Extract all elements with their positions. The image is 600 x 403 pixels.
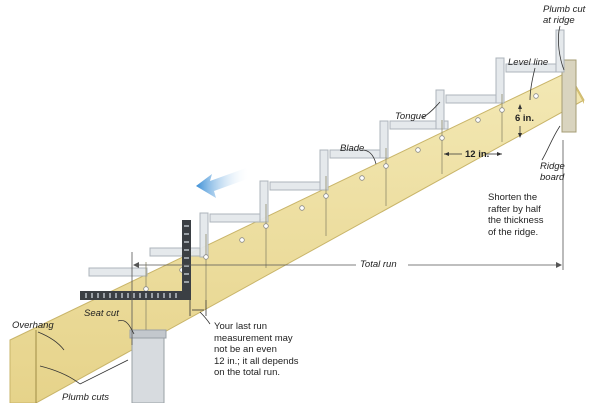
seat-cut-label: Seat cut	[84, 308, 119, 319]
overhang-label: Overhang	[12, 320, 54, 331]
level-line-label: Level line	[508, 57, 549, 68]
last-run-dimension	[189, 300, 207, 316]
rafter-board	[9, 71, 585, 403]
framing-square-steps	[88, 29, 565, 277]
step-dimensions	[444, 104, 522, 156]
tongue-label: Tongue	[395, 111, 427, 122]
ridge-board-label: Ridge board	[540, 161, 565, 183]
last-run-note: Your last run measurement may not be an …	[214, 321, 299, 378]
arrow-left-icon	[196, 168, 250, 198]
six-inch-label: 6 in.	[515, 113, 535, 124]
framing-square-icon	[80, 220, 191, 300]
blade-label: Blade	[340, 143, 365, 154]
wall-plate-top	[129, 329, 167, 339]
shorten-rafter-note: Shorten the rafter by half the thickness…	[488, 192, 544, 238]
step-layout-lines	[145, 94, 503, 330]
wall-plate	[131, 333, 165, 403]
twelve-inch-label: 12 in.	[465, 149, 490, 160]
total-run-label: Total run	[360, 259, 397, 270]
plumb-cuts-label: Plumb cuts	[62, 392, 109, 403]
ridge-board	[561, 59, 577, 133]
total-run-dimension	[131, 140, 564, 345]
leader-lines	[37, 25, 565, 385]
plumb-cut-ridge-label: Plumb cut at ridge	[543, 4, 586, 26]
